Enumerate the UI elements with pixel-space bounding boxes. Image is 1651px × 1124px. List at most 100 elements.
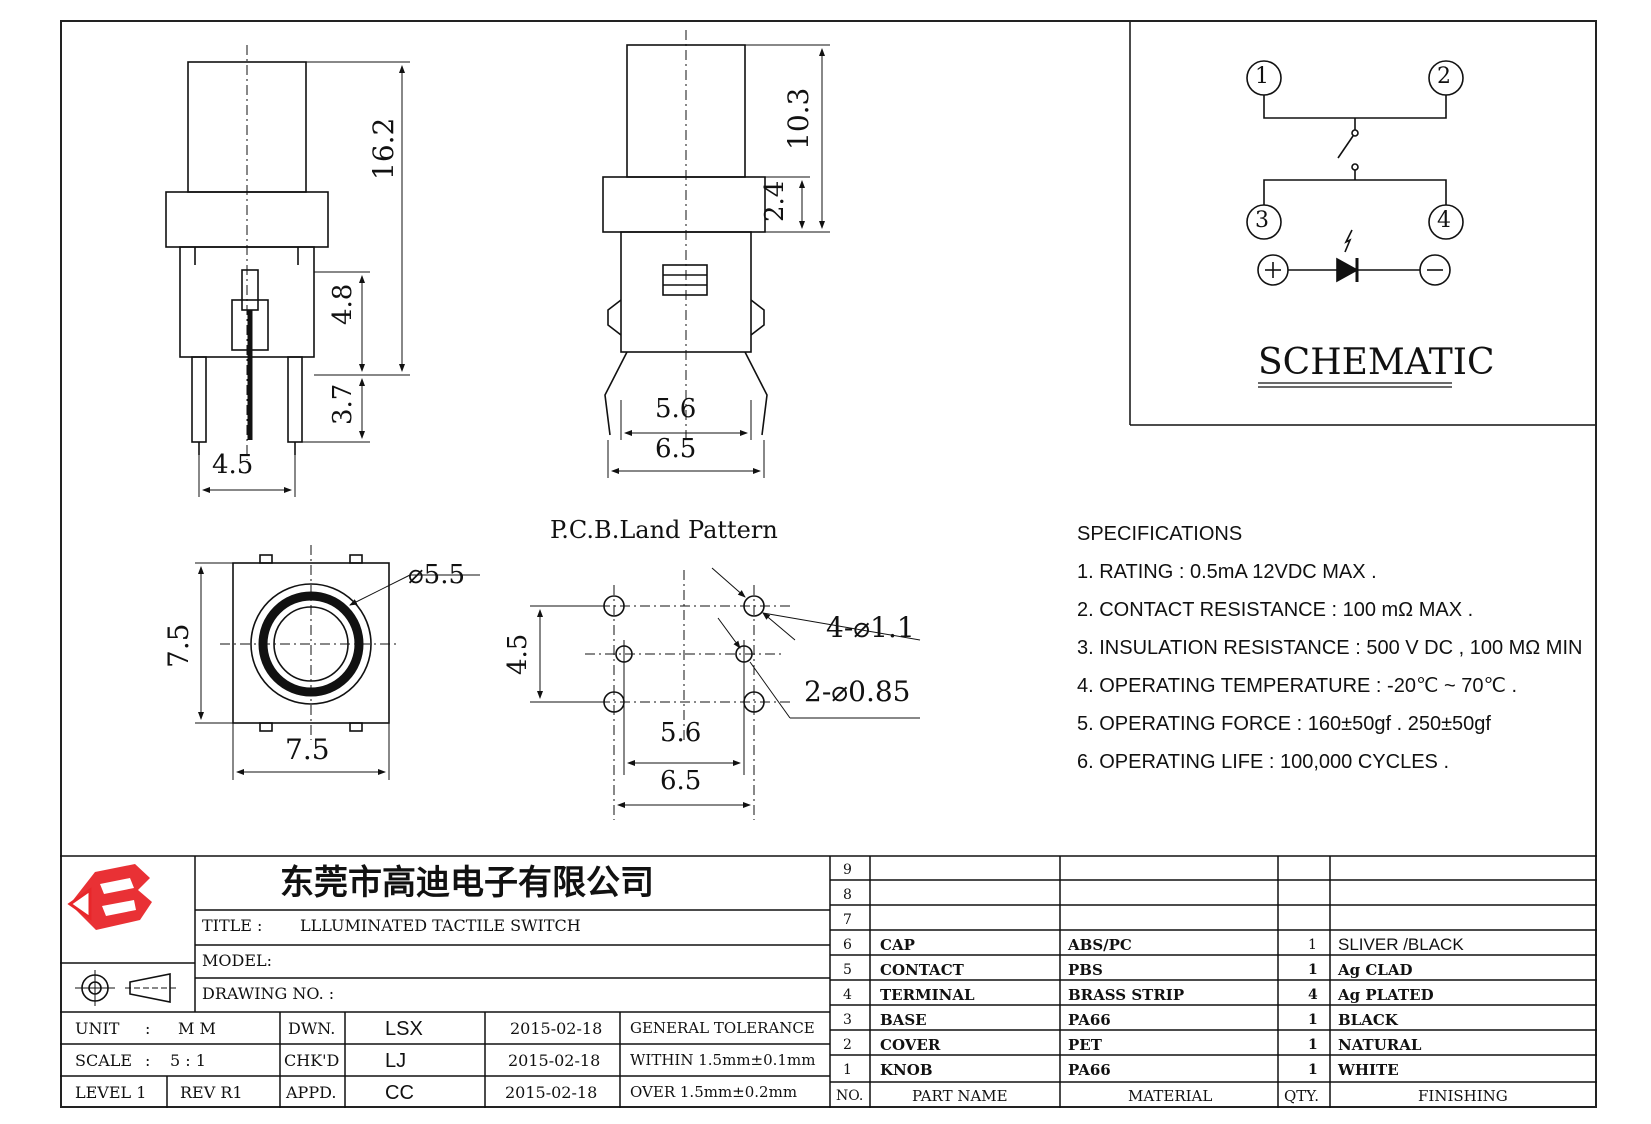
pcb-hole-large: 4-⌀1.1 [826,611,915,644]
bom-material: PBS [1068,961,1103,979]
schematic-pin-2: 2 [1437,64,1451,89]
schematic-pin-3: 3 [1255,208,1269,233]
bom-material: PA66 [1068,1061,1111,1079]
scale-value: 5 : 1 [170,1051,206,1070]
dim-pcb-inner: 5.6 [660,718,702,748]
top-view [220,545,400,740]
bom-finishing: Ag PLATED [1338,986,1434,1004]
unit-label: UNIT [75,1019,120,1038]
bom-part: KNOB [880,1061,933,1079]
dim-front-cap: 10.3 [782,87,815,150]
bom-header-material: MATERIAL [1128,1087,1213,1105]
bom-material: ABS/PC [1068,936,1132,954]
unit-value: M M [178,1019,216,1038]
projection-symbol-icon [75,970,178,1006]
dwn-name: LSX [385,1018,423,1040]
dim-side-height: 16.2 [367,117,400,180]
bom-row-no: 7 [843,912,852,928]
bom-qty: 1 [1308,1012,1318,1028]
dim-pcb-outer: 6.5 [660,766,702,796]
bom-header-finishing: FINISHING [1418,1087,1508,1105]
title-value: LLLUMINATED TACTILE SWITCH [300,916,581,935]
bom-row-no: 8 [843,887,852,903]
bom-material: BRASS STRIP [1068,986,1185,1004]
pcb-title: P.C.B.Land Pattern [550,516,778,544]
title-label: TITLE : [202,916,263,935]
dim-top-height: 7.5 [162,623,195,668]
chk-date: 2015-02-18 [508,1051,601,1070]
bom-row-no: 2 [843,1037,852,1053]
schematic-title: SCHEMATIC [1258,342,1495,383]
level-text: LEVEL 1 [75,1083,147,1102]
scale-sep: : [145,1051,151,1070]
spec-item: 1. RATING : 0.5mA 12VDC MAX . [1077,561,1377,583]
bom-material: PET [1068,1036,1102,1054]
drawing-no-label: DRAWING NO. : [202,984,335,1003]
tolerance-over: OVER 1.5mm±0.2mm [630,1083,798,1101]
bom-finishing: NATURAL [1338,1036,1422,1054]
dim-side-pitch: 4.5 [212,450,254,480]
bom-qty: 1 [1308,1062,1318,1078]
chk-name: LJ [385,1050,407,1072]
spec-item: 6. OPERATING LIFE : 100,000 CYCLES . [1077,751,1450,773]
bom-part: BASE [880,1011,927,1029]
spec-item: 5. OPERATING FORCE : 160±50gf . 250±50gf [1077,713,1491,735]
bom-part: CAP [880,936,915,954]
bom-qty: 4 [1308,987,1318,1003]
dwn-date: 2015-02-18 [510,1019,603,1038]
tolerance-heading: GENERAL TOLERANCE [630,1019,815,1037]
dim-top-width: 7.5 [285,733,330,766]
schematic-pin-4: 4 [1437,208,1451,233]
bom-qty: 1 [1308,962,1318,978]
bom-row-no: 9 [843,862,852,878]
bom-qty: 1 [1308,1037,1318,1053]
scale-label: SCALE [75,1051,133,1070]
unit-sep: : [145,1019,151,1038]
bom-row-no: 6 [843,937,852,953]
bom-finishing: WHITE [1338,1061,1399,1079]
bom-row-no: 1 [843,1062,852,1078]
rev-text: REV R1 [180,1083,243,1102]
bom-row-no: 4 [843,987,852,1003]
specifications-heading: SPECIFICATIONS [1077,523,1243,545]
dim-front-ring: 2.4 [760,180,790,222]
front-view [602,30,768,440]
bom-finishing: SLIVER /BLACK [1338,935,1464,954]
dwn-label: DWN. [288,1019,336,1038]
dim-top-diameter: ⌀5.5 [408,560,466,590]
bom-part: CONTACT [880,961,964,979]
dim-side-pin: 3.7 [328,383,358,425]
title-block-grid [60,855,1597,1108]
schematic-pin-1: 1 [1255,64,1269,89]
appd-label: APPD. [286,1083,337,1102]
model-label: MODEL: [202,951,273,970]
spec-item: 3. INSULATION RESISTANCE : 500 V DC , 10… [1077,637,1583,659]
schematic-diagram [1129,22,1595,426]
side-view [165,45,329,460]
appd-date: 2015-02-18 [505,1083,598,1102]
specifications-block: SPECIFICATIONS 1. RATING : 0.5mA 12VDC M… [1077,524,1582,772]
bom-part: COVER [880,1036,941,1054]
company-logo-icon [67,864,152,930]
spec-item: 4. OPERATING TEMPERATURE : -20℃ ~ 70℃ . [1077,675,1518,697]
appd-name: CC [385,1082,414,1104]
company-name: 东莞市高迪电子有限公司 [280,863,654,903]
bom-part: TERMINAL [880,986,975,1004]
bom-header-part: PART NAME [912,1087,1008,1105]
bom-qty: 1 [1308,937,1317,953]
chk-label: CHK'D [284,1051,340,1070]
dim-front-outer: 6.5 [655,434,697,464]
pcb-hole-small: 2-⌀0.85 [804,675,911,708]
tolerance-within: WITHIN 1.5mm±0.1mm [630,1051,816,1069]
bom-row-no: 3 [843,1012,852,1028]
bom-header-no: NO. [836,1088,864,1104]
spec-item: 2. CONTACT RESISTANCE : 100 mΩ MAX . [1077,599,1474,621]
dim-side-body: 4.8 [328,283,358,325]
dim-front-inner: 5.6 [655,394,697,424]
bom-row-no: 5 [843,962,852,978]
dim-pcb-pitch: 4.5 [503,633,533,675]
bom-finishing: BLACK [1338,1011,1398,1029]
bom-header-qty: QTY. [1284,1087,1320,1105]
bom-material: PA66 [1068,1011,1111,1029]
